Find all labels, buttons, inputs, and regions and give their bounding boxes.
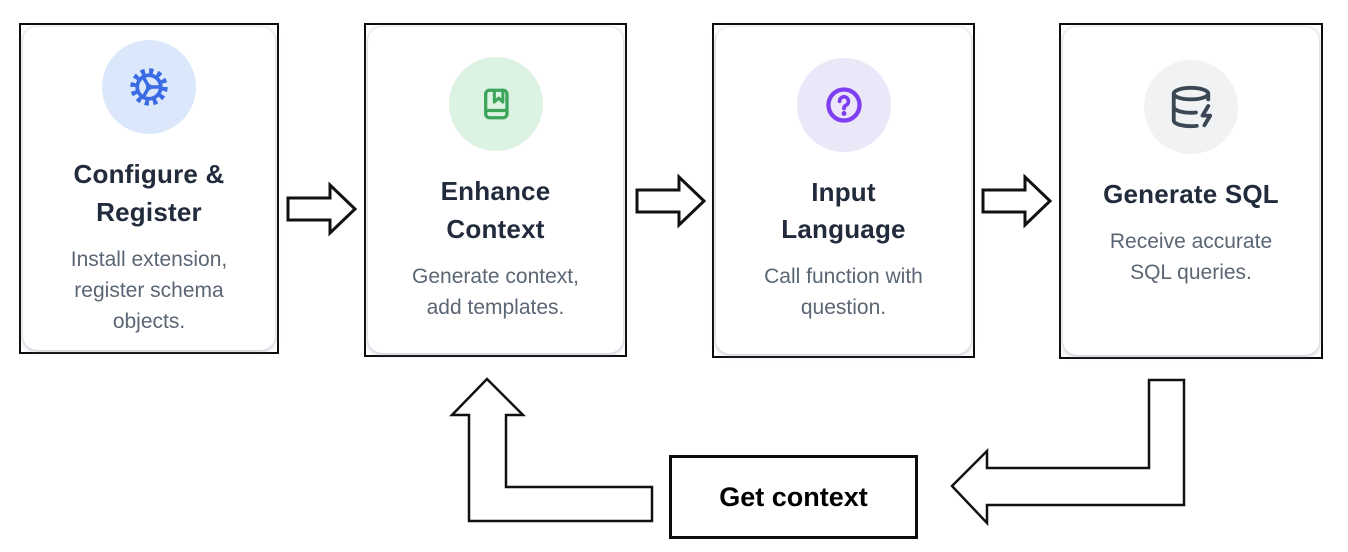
get-context-label: Get context — [719, 481, 868, 512]
book-bookmark-icon — [483, 88, 509, 120]
feedback-arrow-to-enhance-context — [449, 377, 654, 523]
card-description: Generate context, add templates. — [412, 264, 579, 319]
card-title: Enhance Context — [440, 176, 551, 244]
card-description: Call function with question. — [764, 265, 923, 320]
card-enhance-context-body: Enhance Context Generate context, add te… — [368, 27, 623, 353]
card-configure-register: Configure & Register Install extension, … — [19, 23, 279, 354]
card-input-language: Input Language Call function with questi… — [712, 23, 975, 358]
card-enhance-context: Enhance Context Generate context, add te… — [364, 23, 627, 357]
arrow-step2-to-step3 — [635, 173, 707, 229]
question-circle-icon — [825, 87, 862, 123]
card-description: Install extension, register schema objec… — [70, 247, 228, 333]
card-generate-sql-body: Generate SQL Receive accurate SQL querie… — [1063, 27, 1319, 355]
arrow-step1-to-step2 — [286, 181, 358, 237]
gear-icon — [130, 68, 168, 106]
card-title: Generate SQL — [1103, 179, 1279, 210]
database-zap-icon — [1171, 85, 1213, 129]
arrow-step3-to-step4 — [981, 173, 1053, 229]
feedback-arrow-from-generate-sql — [950, 378, 1186, 527]
card-title: Input Language — [781, 176, 906, 245]
card-title: Configure & Register — [73, 159, 225, 227]
question-circle-icon-circle — [796, 57, 891, 152]
gear-icon-circle — [102, 40, 196, 135]
get-context-box: Get context — [669, 455, 918, 539]
database-zap-icon-circle — [1144, 60, 1238, 155]
book-bookmark-icon-circle — [448, 57, 543, 152]
card-configure-register-body: Configure & Register Install extension, … — [23, 27, 275, 350]
card-generate-sql: Generate SQL Receive accurate SQL querie… — [1059, 23, 1323, 359]
card-description: Receive accurate SQL queries. — [1109, 229, 1273, 284]
card-input-language-body: Input Language Call function with questi… — [716, 27, 971, 354]
